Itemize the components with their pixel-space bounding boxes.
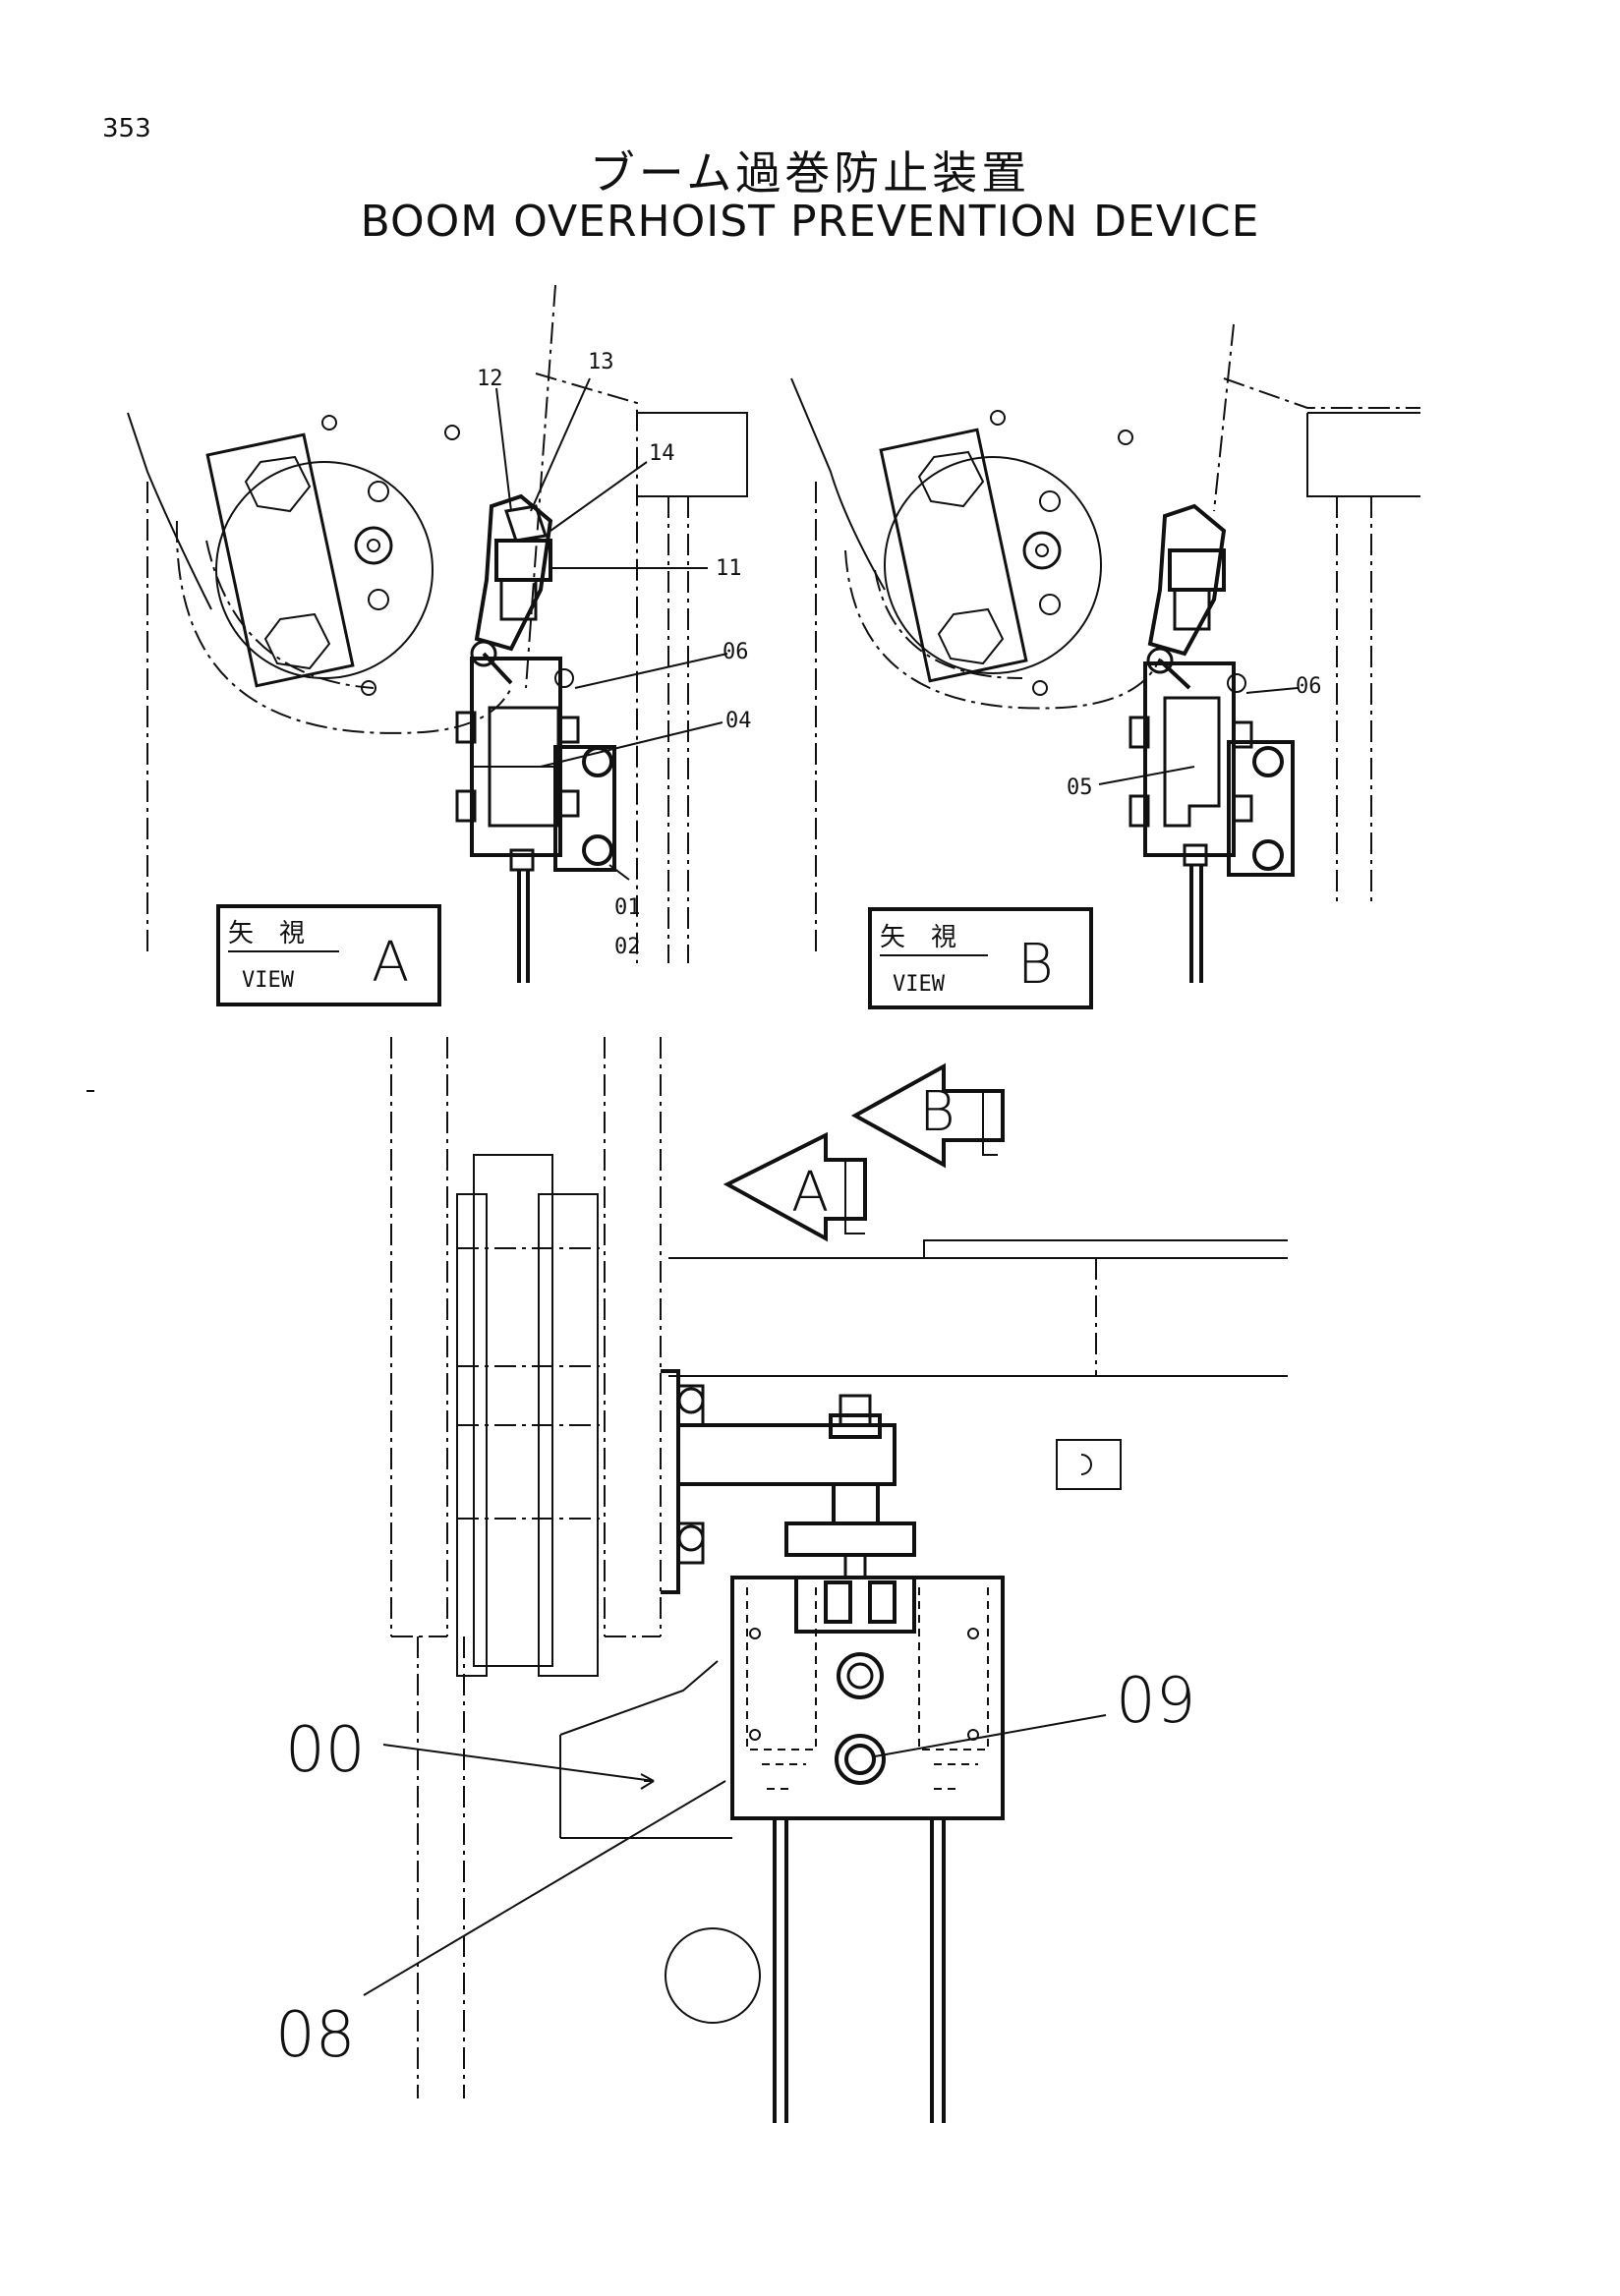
- view-a-label-box: 矢 視 VIEW A: [216, 904, 441, 1006]
- view-a-en: VIEW: [242, 968, 295, 993]
- callout-00: 00: [285, 1714, 365, 1787]
- page-number: 353: [102, 114, 151, 144]
- callout-13: 13: [588, 350, 614, 374]
- callout-02: 02: [614, 935, 641, 959]
- title-english: BOOM OVERHOIST PREVENTION DEVICE: [360, 197, 1260, 247]
- view-a-jp: 矢 視: [228, 919, 305, 948]
- callout-14: 14: [649, 441, 675, 466]
- title-japanese: ブーム過巻防止装置: [589, 146, 1031, 200]
- callout-09: 09: [1116, 1665, 1195, 1738]
- callout-05: 05: [1067, 775, 1093, 800]
- view-b-drawing: [790, 323, 1420, 983]
- main-assembly-drawing: [363, 1037, 1288, 2123]
- callout-01: 01: [614, 895, 641, 920]
- callout-06-view-b: 06: [1296, 674, 1322, 699]
- view-b-en: VIEW: [893, 972, 946, 997]
- callout-04: 04: [725, 709, 752, 733]
- callout-06-view-a: 06: [723, 640, 749, 664]
- arrow-b-letter: B: [919, 1080, 955, 1144]
- arrow-a-letter: A: [791, 1161, 829, 1225]
- view-b-letter: B: [1017, 933, 1054, 997]
- callout-12: 12: [477, 367, 503, 391]
- view-a-letter: A: [372, 931, 409, 995]
- view-b-label-box: 矢 視 VIEW B: [868, 907, 1093, 1009]
- view-b-jp: 矢 視: [880, 923, 956, 952]
- view-a-drawing: [127, 284, 748, 983]
- callout-11: 11: [716, 556, 742, 581]
- callout-08: 08: [275, 1999, 355, 2072]
